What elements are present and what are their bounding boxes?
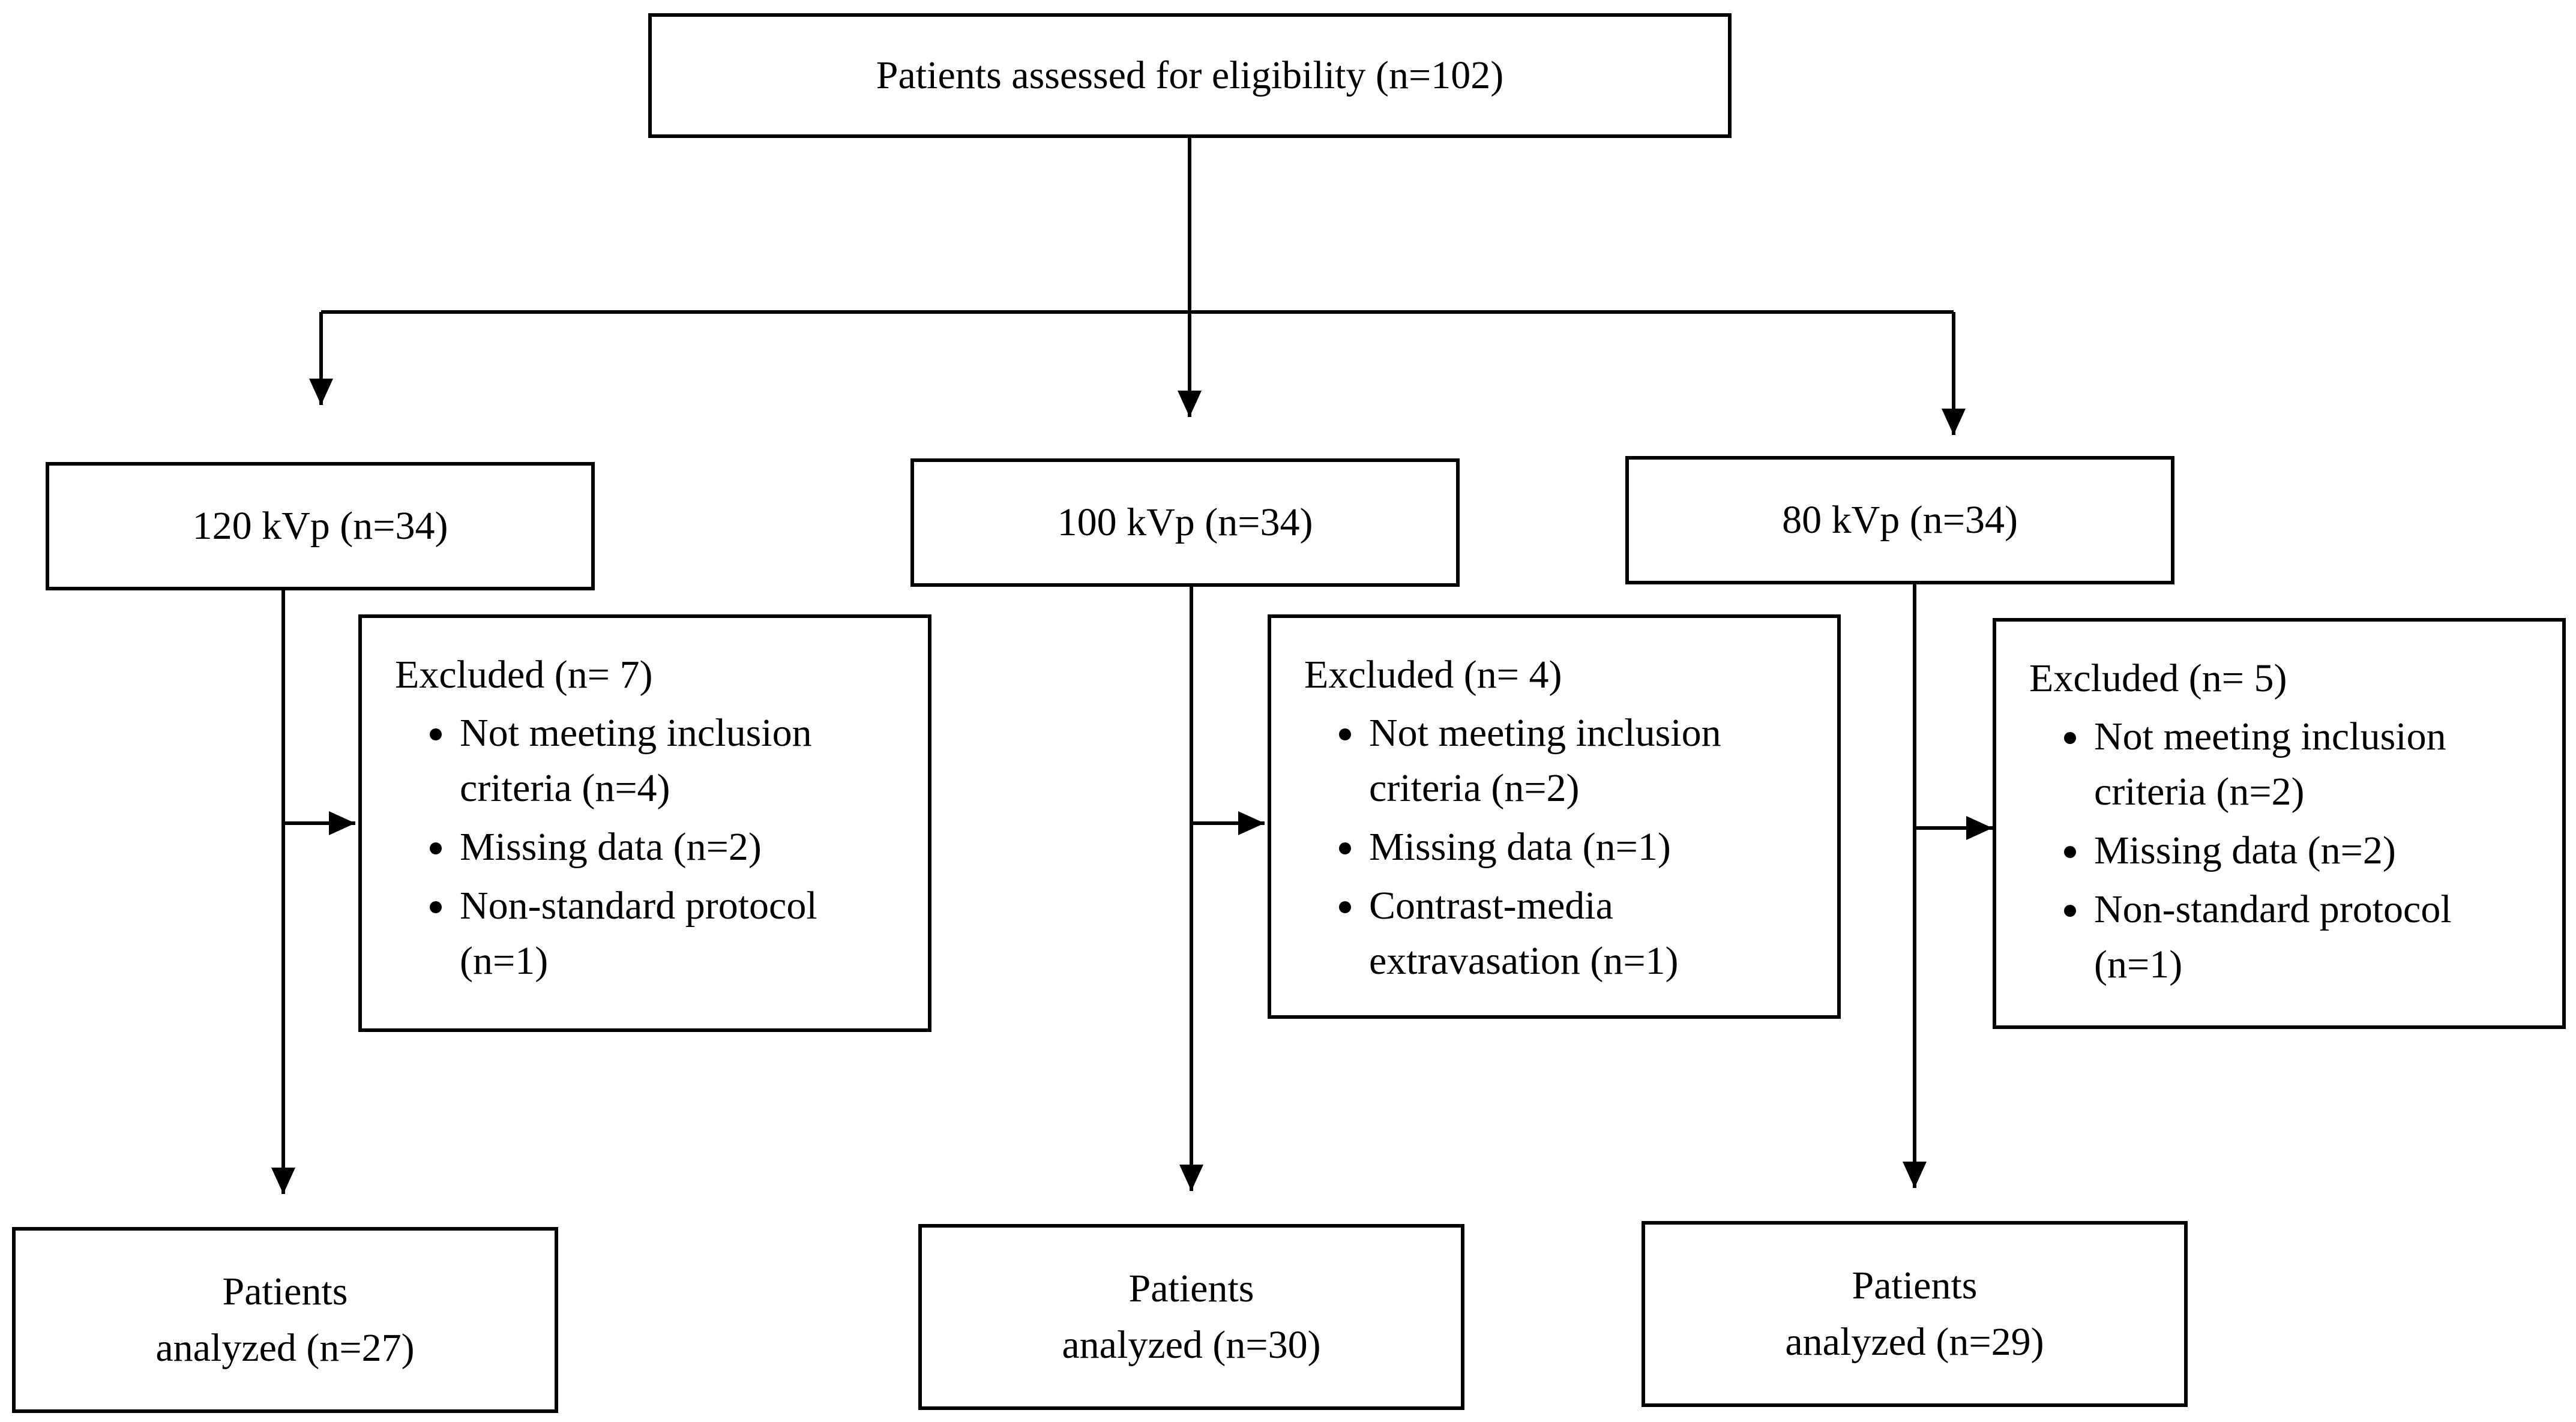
analyzed-line-1: Patients	[1852, 1264, 1978, 1307]
reason-line-1: Non-standard protocol	[2094, 887, 2452, 931]
reason-line-1: Non-standard protocol	[460, 884, 817, 928]
bullet-icon	[430, 728, 442, 740]
analyzed-line-1: Patients	[1128, 1267, 1254, 1310]
excluded-title: Excluded (n= 7)	[395, 653, 653, 697]
analyzed-line-2: analyzed (n=30)	[1062, 1323, 1321, 1367]
bullet-icon	[430, 901, 442, 913]
group-label: 80 kVp (n=34)	[1782, 498, 2018, 542]
group-label: 100 kVp (n=34)	[1057, 500, 1313, 544]
exclusion-reason: Not meeting inclusion criteria (n=2)	[2029, 709, 2562, 820]
exclusion-reason: Missing data (n=2)	[2029, 823, 2562, 878]
analyzed-box-100-kvp: Patients analyzed (n=30)	[918, 1224, 1464, 1410]
bullet-icon	[2064, 905, 2076, 917]
exclusion-reason: Missing data (n=1)	[1304, 820, 1837, 875]
group-label: 120 kVp (n=34)	[192, 504, 448, 548]
reason-line-1: Not meeting inclusion	[460, 711, 812, 755]
bullet-icon	[2064, 732, 2076, 744]
eligibility-label: Patients assessed for eligibility (n=102…	[876, 53, 1504, 97]
bullet-icon	[430, 842, 442, 854]
excluded-box-80-kvp: Excluded (n= 5) Not meeting inclusion cr…	[1993, 618, 2566, 1029]
exclusion-reason: Non-standard protocol (n=1)	[2029, 882, 2562, 992]
exclusion-reasons: Not meeting inclusion criteria (n=2) Mis…	[1304, 706, 1837, 989]
analyzed-line-1: Patients	[222, 1270, 348, 1313]
exclusion-reason: Not meeting inclusion criteria (n=2)	[1304, 706, 1837, 816]
reason-line-1: Missing data (n=2)	[2094, 829, 2396, 872]
group-box-80-kvp: 80 kVp (n=34)	[1625, 456, 2174, 584]
reason-line-1: Missing data (n=2)	[460, 825, 762, 869]
reason-line-2: extravasation (n=1)	[1369, 939, 1679, 983]
group-box-120-kvp: 120 kVp (n=34)	[46, 462, 595, 590]
reason-line-1: Not meeting inclusion	[2094, 715, 2446, 758]
exclusion-reason: Missing data (n=2)	[395, 820, 928, 875]
analyzed-box-120-kvp: Patients analyzed (n=27)	[12, 1227, 558, 1413]
exclusion-reason: Non-standard protocol (n=1)	[395, 878, 928, 989]
reason-line-2: criteria (n=4)	[460, 766, 670, 810]
bullet-icon	[1339, 728, 1351, 740]
reason-line-1: Contrast-media	[1369, 884, 1613, 928]
exclusion-reasons: Not meeting inclusion criteria (n=4) Mis…	[395, 706, 928, 989]
excluded-box-100-kvp: Excluded (n= 4) Not meeting inclusion cr…	[1268, 614, 1841, 1019]
eligibility-box: Patients assessed for eligibility (n=102…	[648, 13, 1732, 138]
excluded-title: Excluded (n= 5)	[2029, 656, 2287, 700]
reason-line-1: Not meeting inclusion	[1369, 711, 1721, 755]
analyzed-line-2: analyzed (n=29)	[1785, 1320, 2044, 1364]
excluded-title: Excluded (n= 4)	[1304, 653, 1562, 697]
exclusion-reason: Not meeting inclusion criteria (n=4)	[395, 706, 928, 816]
reason-line-2: (n=1)	[2094, 943, 2183, 986]
group-box-100-kvp: 100 kVp (n=34)	[910, 458, 1460, 587]
bullet-icon	[2064, 846, 2076, 858]
bullet-icon	[1339, 901, 1351, 913]
bullet-icon	[1339, 842, 1351, 854]
analyzed-box-80-kvp: Patients analyzed (n=29)	[1642, 1221, 2188, 1407]
reason-line-2: (n=1)	[460, 939, 549, 983]
exclusion-reasons: Not meeting inclusion criteria (n=2) Mis…	[2029, 709, 2562, 992]
analyzed-line-2: analyzed (n=27)	[155, 1326, 415, 1370]
excluded-box-120-kvp: Excluded (n= 7) Not meeting inclusion cr…	[358, 614, 931, 1032]
reason-line-2: criteria (n=2)	[1369, 766, 1580, 810]
exclusion-reason: Contrast-media extravasation (n=1)	[1304, 878, 1837, 989]
reason-line-1: Missing data (n=1)	[1369, 825, 1671, 869]
reason-line-2: criteria (n=2)	[2094, 770, 2305, 814]
